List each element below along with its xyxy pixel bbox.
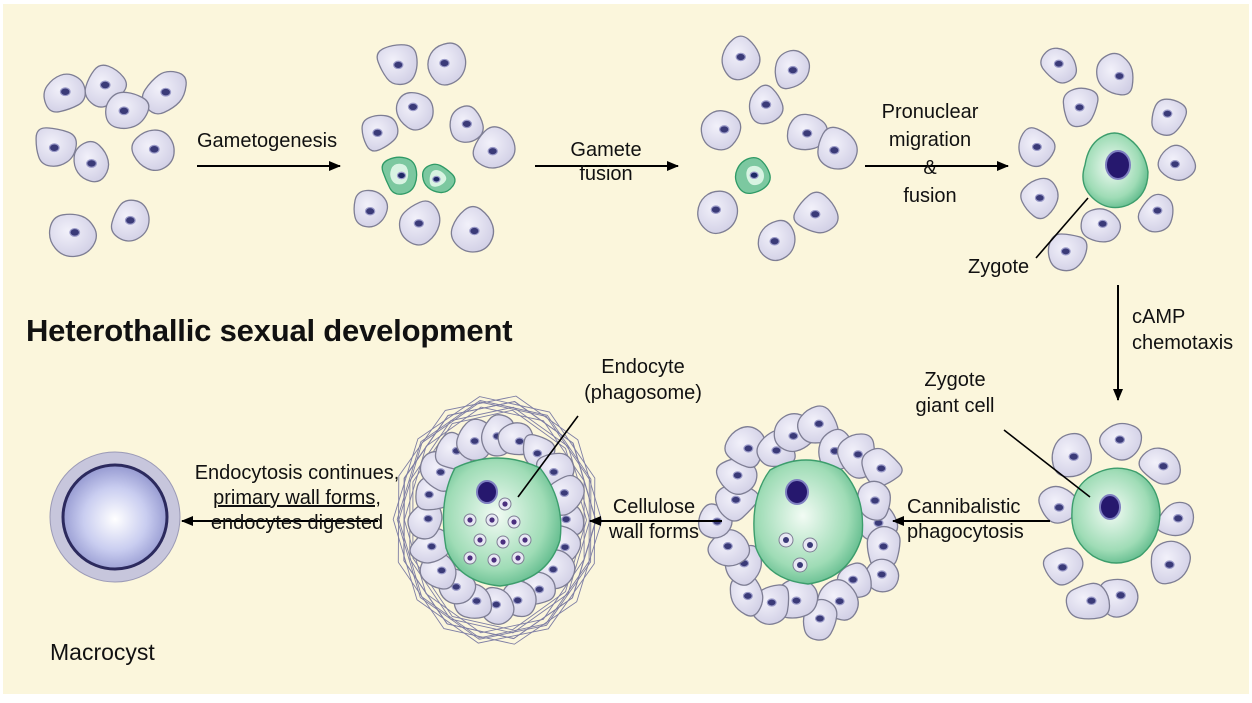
amoeba-cell-icon [1100, 424, 1142, 461]
amoeba-cell-icon [1048, 234, 1087, 271]
endocyte-line-1: Endocyte [578, 354, 708, 380]
amoeba-cell-icon [1138, 194, 1173, 232]
gamete-cell-icon [423, 164, 455, 192]
gamete-cell-icon [735, 158, 770, 194]
amoeba-cell-icon [1157, 502, 1194, 535]
amoeba-cell-icon [106, 92, 149, 128]
camp-line-2: chemotaxis [1132, 330, 1233, 356]
pronuclear-label: Pronuclear migration & fusion [870, 98, 990, 210]
amoeba-cell-icon [1041, 48, 1077, 83]
amoeba-cell-icon [698, 191, 738, 233]
amoeba-cell-icon [400, 201, 440, 245]
amoeba-cell-icon [451, 207, 493, 252]
amoeba-cell-icon [132, 130, 174, 170]
amoeba-cell-icon [428, 43, 466, 85]
amoeba-cell-icon [74, 142, 109, 182]
amoeba-cell-icon [1021, 178, 1058, 218]
amoeba-cell-icon [758, 220, 795, 260]
cellulose-line-2: wall forms [598, 520, 710, 545]
cannibalistic-line-2: phagocytosis [907, 520, 1024, 545]
camp-label: cAMP chemotaxis [1132, 304, 1233, 356]
gamete-fusion-line-1: Gamete [556, 138, 656, 162]
gamete-fusion-line-2: fusion [556, 162, 656, 186]
amoeba-cell-icon [1152, 99, 1187, 135]
pronuclear-line-3: & [870, 154, 990, 182]
amoeba-cell-icon [354, 190, 387, 227]
gamete-fusion-label: Gamete fusion [556, 138, 656, 186]
endocytosis-line-3: endocytes digested [186, 511, 408, 536]
amoeba-cell-icon [1066, 583, 1109, 619]
endocytosis-line-1: Endocytosis continues, [186, 461, 408, 486]
amoeba-cell-icon [794, 192, 838, 233]
cellulose-line-1: Cellulose [598, 495, 710, 520]
gamete-cell-icon [382, 157, 416, 194]
amoeba-cell-icon [818, 127, 857, 169]
amoeba-cell-icon [1158, 145, 1195, 180]
cellulose-label: Cellulose wall forms [598, 495, 710, 545]
amoeba-cell-icon [1063, 88, 1098, 126]
amoeba-cell-icon [862, 449, 902, 487]
pronuclear-line-4: fusion [870, 182, 990, 210]
endocytosis-label: Endocytosis continues, primary wall form… [186, 461, 408, 536]
gametogenesis-label: Gametogenesis [197, 129, 337, 153]
amoeba-cell-icon [749, 85, 783, 124]
aggregate-cell-icon [699, 406, 902, 640]
zygote-label: Zygote [968, 255, 1029, 279]
macrocyst-label: Macrocyst [50, 640, 155, 664]
pronuclear-line-2: migration [870, 126, 990, 154]
zygote-giant-cell-icon [1072, 468, 1160, 563]
amoeba-cell-icon [450, 106, 483, 142]
zygote-giant-line-2: giant cell [900, 393, 1010, 419]
zygote-cell-icon [1083, 133, 1148, 208]
zygote-giant-line-1: Zygote [900, 367, 1010, 393]
amoeba-cell-icon [775, 50, 809, 88]
endocyte-line-2: (phagosome) [578, 380, 708, 406]
amoeba-cell-icon [722, 36, 760, 80]
amoeba-cell-icon [50, 214, 97, 256]
endocyte-label: Endocyte (phagosome) [578, 354, 708, 406]
amoeba-cell-icon [701, 111, 740, 150]
amoeba-cell-icon [1097, 53, 1133, 94]
amoeba-cell-icon [396, 93, 433, 130]
endocytosis-line-2: primary wall forms, [186, 486, 408, 511]
amoeba-cell-icon [362, 115, 398, 151]
main-title: Heterothallic sexual development [26, 313, 512, 349]
camp-line-1: cAMP [1132, 304, 1233, 330]
zygote-giant-cell-label: Zygote giant cell [900, 367, 1010, 419]
cannibalistic-label: Cannibalistic phagocytosis [907, 495, 1024, 545]
amoeba-cell-icon [1043, 548, 1082, 585]
amoeba-cell-icon [377, 45, 417, 85]
amoeba-cell-icon [44, 74, 85, 112]
amoeba-cell-icon [1151, 541, 1190, 583]
amoeba-cell-icon [1019, 128, 1055, 167]
walled-aggregate-icon [408, 415, 584, 625]
amoeba-cell-icon [111, 200, 149, 241]
amoeba-cell-icon [36, 128, 76, 166]
macrocyst-icon [50, 452, 180, 582]
pronuclear-line-1: Pronuclear [870, 98, 990, 126]
amoeba-cell-icon [1052, 434, 1091, 477]
cannibalistic-line-1: Cannibalistic [907, 495, 1024, 520]
amoeba-cell-icon [1081, 209, 1120, 242]
